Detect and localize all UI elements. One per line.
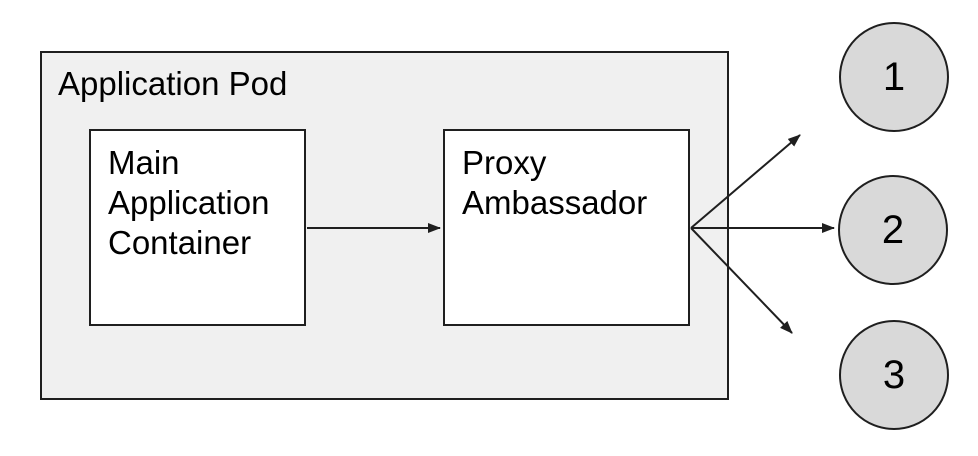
endpoint-node-2: 2 <box>838 175 948 285</box>
endpoint-node-3-label: 3 <box>882 352 906 397</box>
main-application-container-label: Main Application Container <box>108 144 270 261</box>
endpoint-node-1: 1 <box>839 22 949 132</box>
endpoint-node-3: 3 <box>839 320 949 430</box>
endpoint-node-2-label: 2 <box>881 207 905 252</box>
endpoint-node-1-label: 1 <box>882 54 906 99</box>
proxy-ambassador-label: Proxy Ambassador <box>462 144 648 221</box>
application-pod-title: Application Pod <box>58 65 288 102</box>
proxy-ambassador-box: Proxy Ambassador <box>443 129 690 326</box>
main-application-container-box: Main Application Container <box>89 129 306 326</box>
